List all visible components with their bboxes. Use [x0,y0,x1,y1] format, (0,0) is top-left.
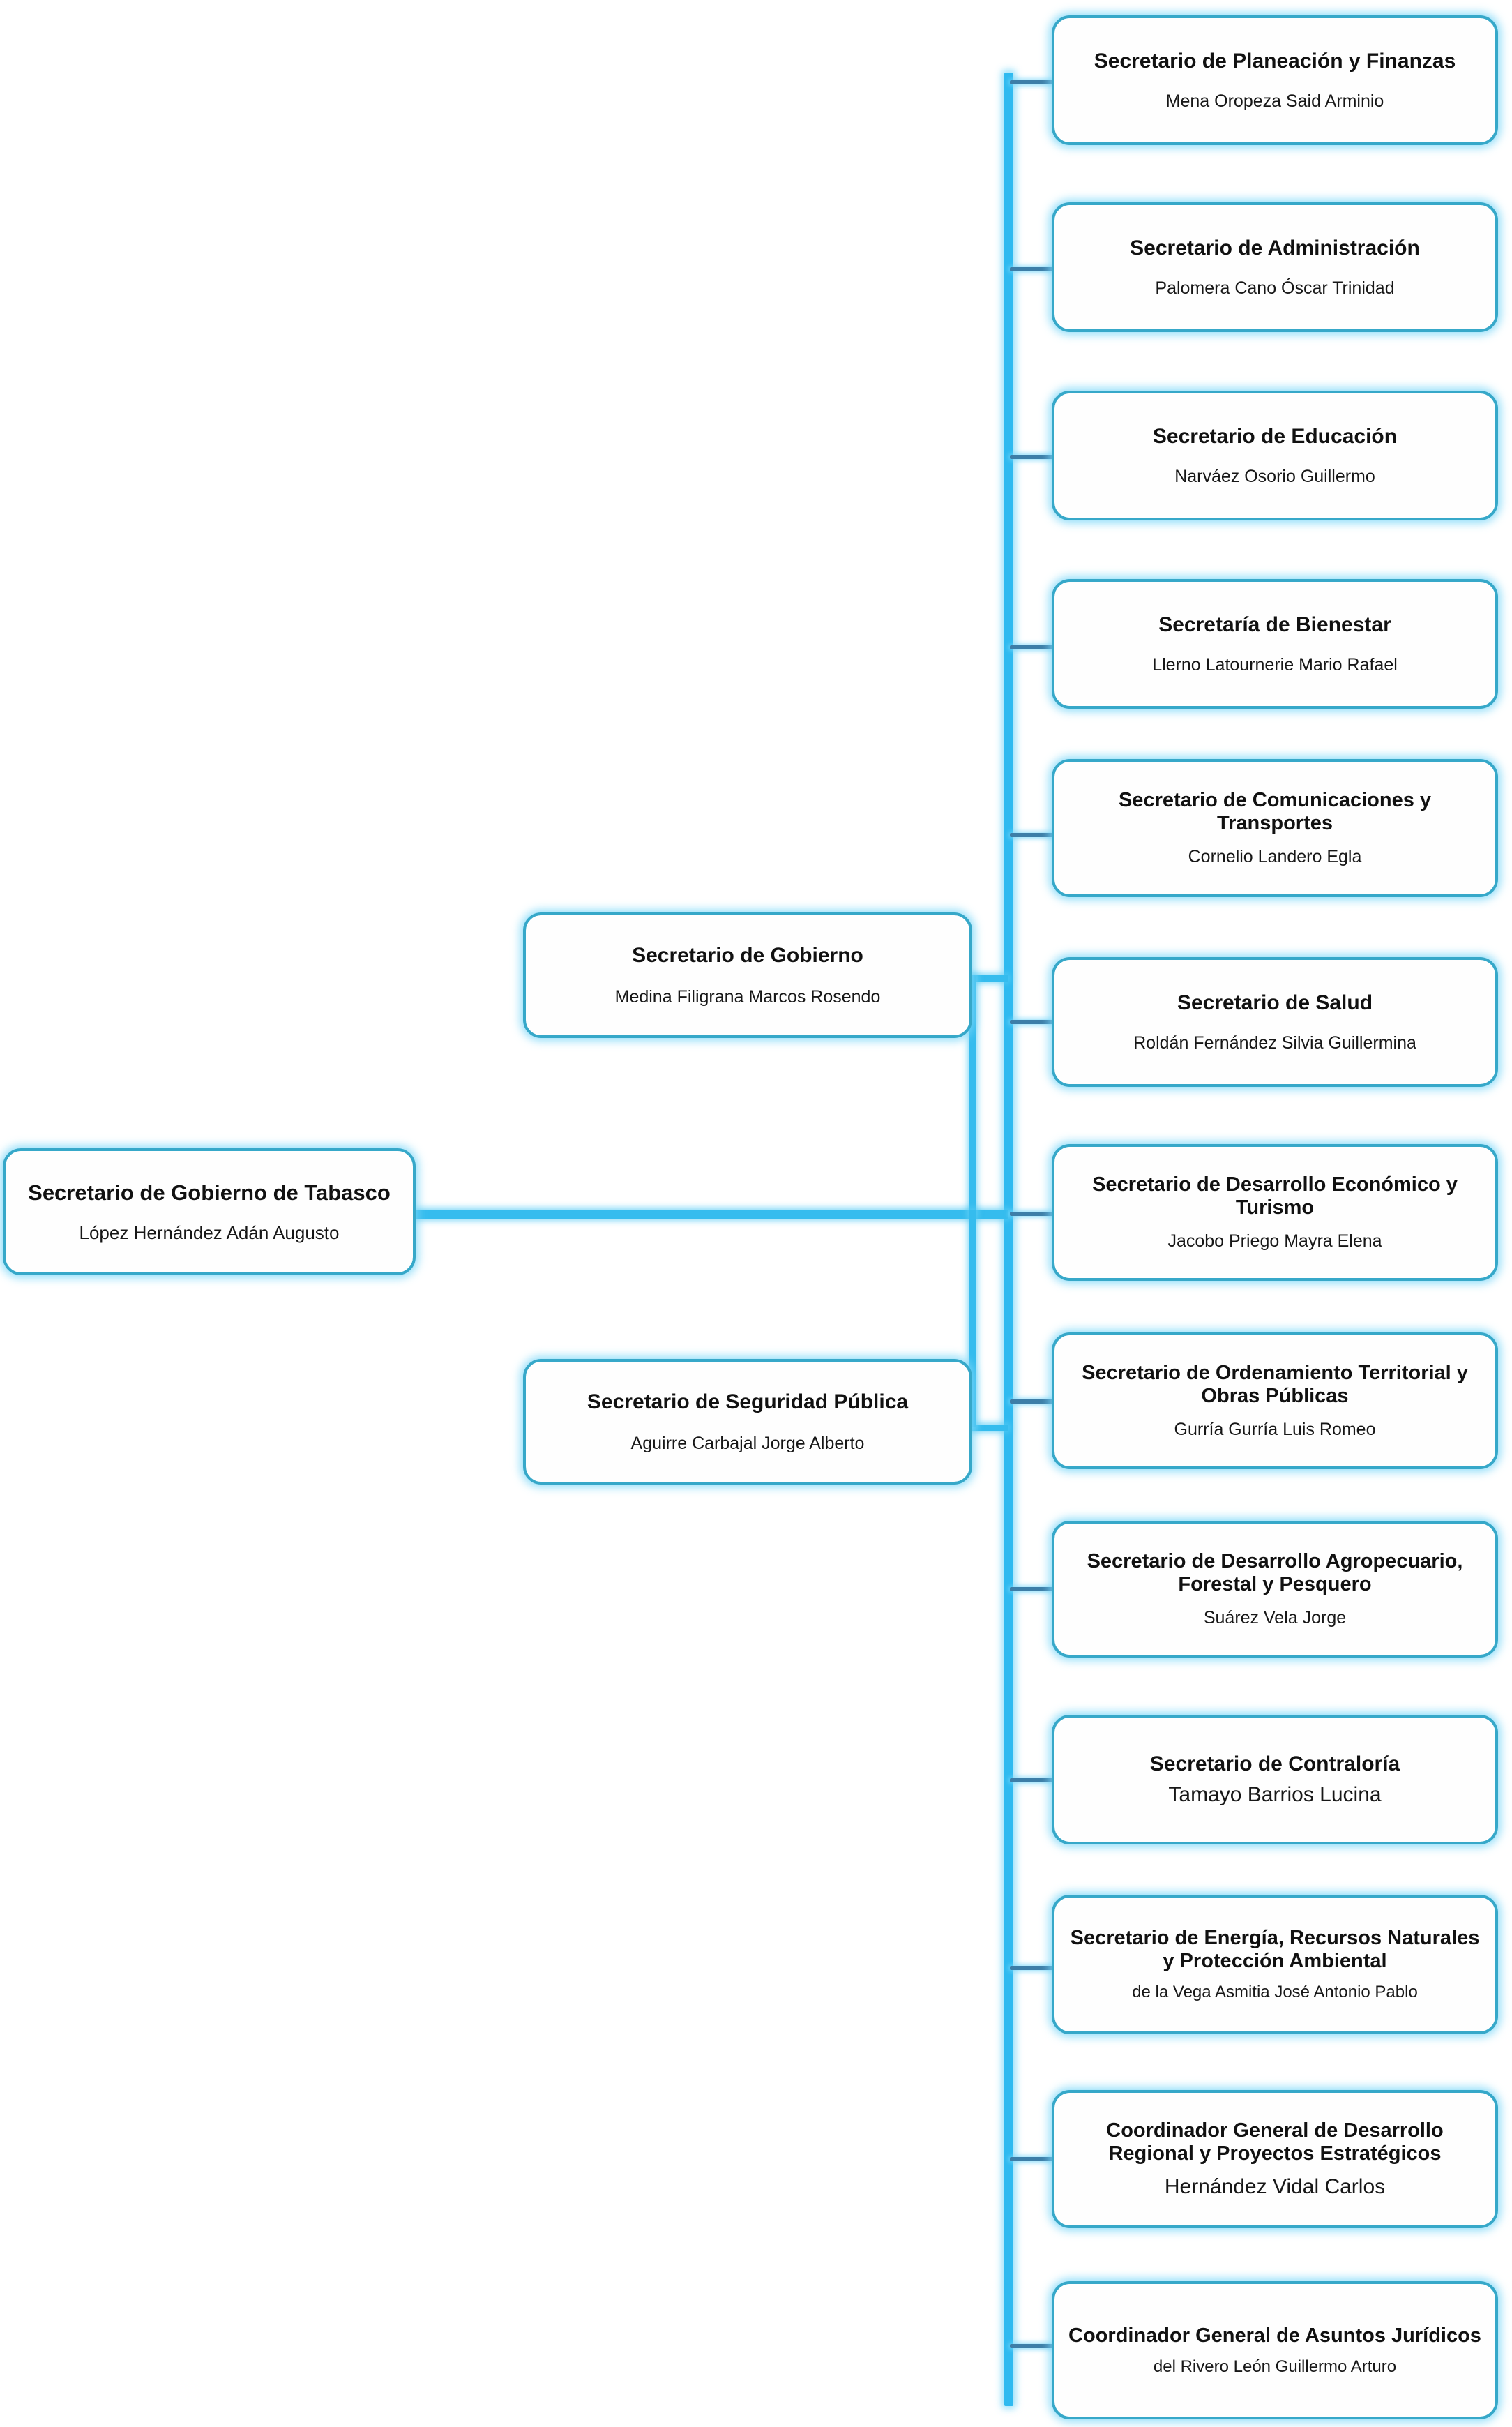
node-ordenamiento-title: Secretario de Ordenamiento Territorial y… [1082,1361,1468,1407]
connector-stub-regional [1010,2157,1054,2161]
node-educacion[interactable]: Secretario de Educación Narváez Osorio G… [1052,391,1498,520]
node-planeacion[interactable]: Secretario de Planeación y Finanzas Mena… [1052,15,1498,145]
node-gobierno-person: Medina Filigrana Marcos Rosendo [614,986,881,1007]
node-energia[interactable]: Secretario de Energía, Recursos Naturale… [1052,1895,1498,2034]
node-juridicos[interactable]: Coordinador General de Asuntos Jurídicos… [1052,2281,1498,2419]
node-comunicaciones-person: Cornelio Landero Egla [1188,847,1362,867]
connector-stub-gobierno [969,975,1008,982]
node-contraloria-title: Secretario de Contraloría [1149,1752,1400,1775]
node-seguridad-person: Aguirre Carbajal Jorge Alberto [630,1433,865,1453]
connector-stub-administracion [1010,267,1054,271]
connector-vertical-seguridad [969,1210,976,1427]
node-bienestar-person: Llerno Latournerie Mario Rafael [1152,654,1398,675]
node-bienestar[interactable]: Secretaría de Bienestar Llerno Latourner… [1052,579,1498,709]
node-educacion-title: Secretario de Educación [1152,424,1398,448]
connector-stub-economico [1010,1212,1054,1216]
node-gobierno[interactable]: Secretario de Gobierno Medina Filigrana … [523,912,972,1038]
node-contraloria[interactable]: Secretario de Contraloría Tamayo Barrios… [1052,1715,1498,1844]
node-agropecuario-person: Suárez Vela Jorge [1203,1608,1347,1628]
node-ordenamiento[interactable]: Secretario de Ordenamiento Territorial y… [1052,1332,1498,1469]
connector-stub-juridicos [1010,2344,1054,2348]
node-agropecuario-title: Secretario de Desarrollo Agropecuario, F… [1087,1549,1463,1595]
node-economico-person: Jacobo Priego Mayra Elena [1167,1231,1382,1252]
node-root-person: López Hernández Adán Augusto [79,1222,340,1243]
connector-vertical-gobierno [969,975,976,1215]
node-administracion-title: Secretario de Administración [1130,236,1420,260]
node-root[interactable]: Secretario de Gobierno de Tabasco López … [3,1148,416,1275]
connector-stub-seguridad [969,1425,1008,1431]
node-ordenamiento-person: Gurría Gurría Luis Romeo [1174,1420,1376,1440]
node-salud-person: Roldán Fernández Silvia Guillermina [1133,1032,1416,1053]
node-planeacion-person: Mena Oropeza Said Arminio [1165,91,1384,111]
node-planeacion-title: Secretario de Planeación y Finanzas [1094,49,1456,73]
connector-main-trunk [1004,73,1013,2406]
node-root-title: Secretario de Gobierno de Tabasco [28,1180,391,1205]
node-energia-title: Secretario de Energía, Recursos Naturale… [1070,1927,1480,1973]
node-gobierno-title: Secretario de Gobierno [632,943,863,967]
connector-stub-contraloria [1010,1778,1054,1782]
node-administracion-person: Palomera Cano Óscar Trinidad [1155,278,1395,298]
node-educacion-person: Narváez Osorio Guillermo [1174,466,1375,486]
connector-stub-agropecuario [1010,1587,1054,1591]
node-regional-title: Coordinador General de Desarrollo Region… [1106,2119,1444,2165]
connector-stub-ordenamiento [1010,1399,1054,1404]
node-juridicos-person: del Rivero León Guillermo Arturo [1153,2357,1397,2376]
connector-stub-educacion [1010,455,1054,459]
node-agropecuario[interactable]: Secretario de Desarrollo Agropecuario, F… [1052,1521,1498,1658]
node-energia-person: de la Vega Asmitia José Antonio Pablo [1132,1982,1418,2001]
node-comunicaciones-title: Secretario de Comunicaciones y Transport… [1118,788,1432,834]
node-salud-title: Secretario de Salud [1177,991,1373,1014]
connector-stub-salud [1010,1020,1054,1024]
node-bienestar-title: Secretaría de Bienestar [1158,613,1391,636]
connector-stub-comunicaciones [1010,833,1054,837]
node-economico[interactable]: Secretario de Desarrollo Económico y Tur… [1052,1144,1498,1281]
node-comunicaciones[interactable]: Secretario de Comunicaciones y Transport… [1052,759,1498,897]
node-seguridad-title: Secretario de Seguridad Pública [587,1390,909,1413]
connector-stub-bienestar [1010,645,1054,649]
node-seguridad[interactable]: Secretario de Seguridad Pública Aguirre … [523,1359,972,1485]
node-administracion[interactable]: Secretario de Administración Palomera Ca… [1052,202,1498,332]
node-juridicos-title: Coordinador General de Asuntos Jurídicos [1068,2324,1481,2347]
node-regional[interactable]: Coordinador General de Desarrollo Region… [1052,2090,1498,2228]
connector-stub-planeacion [1010,80,1054,84]
node-economico-title: Secretario de Desarrollo Económico y Tur… [1092,1173,1458,1219]
connector-stub-energia [1010,1966,1054,1970]
node-salud[interactable]: Secretario de Salud Roldán Fernández Sil… [1052,957,1498,1087]
node-contraloria-person: Tamayo Barrios Lucina [1168,1782,1382,1806]
node-regional-person: Hernández Vidal Carlos [1164,2174,1386,2198]
